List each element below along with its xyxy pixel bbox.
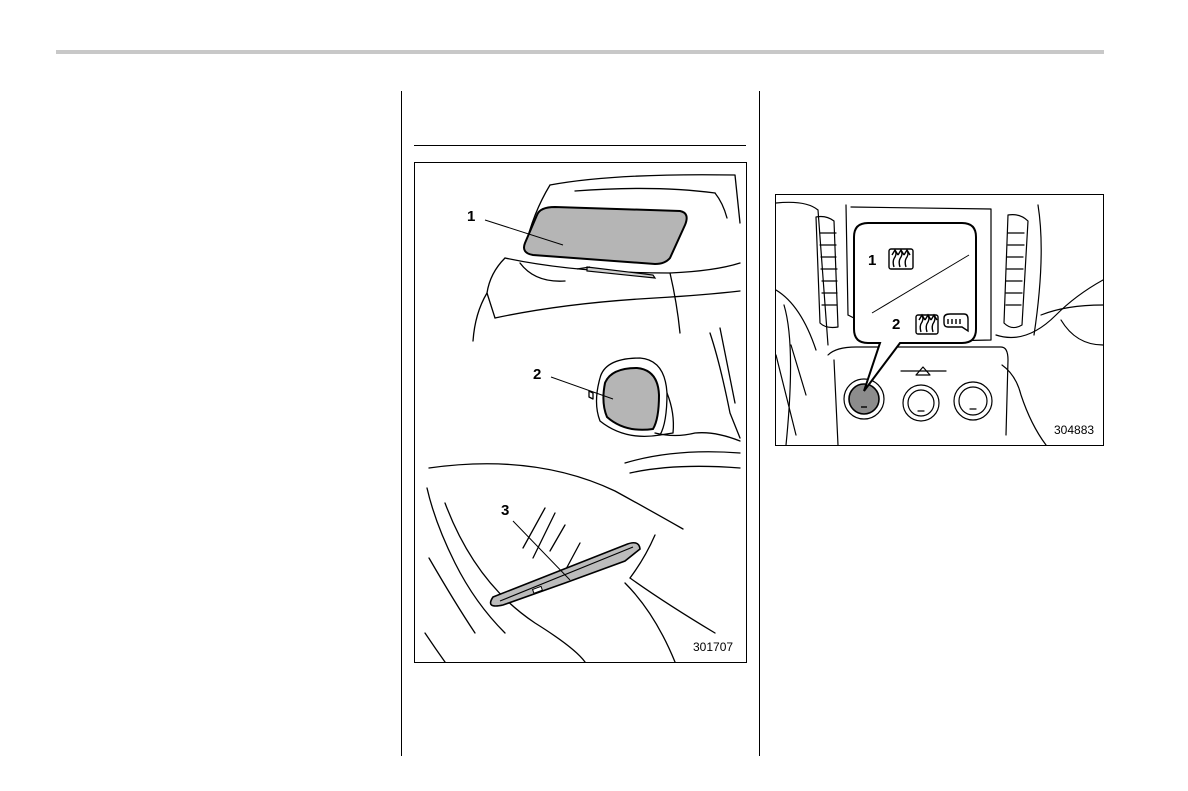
callout-2: 2 xyxy=(892,316,900,333)
column-divider-right xyxy=(759,91,760,756)
defogger-button-figure: 1 2 304883 xyxy=(775,194,1104,446)
rear-window-mirror-wiper-figure: 1 2 3 301707 xyxy=(414,162,747,663)
rear-window-glass xyxy=(524,207,687,264)
column-divider-left xyxy=(401,91,402,756)
callout-2: 2 xyxy=(533,366,541,383)
figure-id: 301707 xyxy=(693,640,733,654)
defogger-button-illustration: 1 2 304883 xyxy=(776,195,1103,445)
callout-1: 1 xyxy=(467,208,475,225)
top-rule xyxy=(56,50,1104,54)
callout-3: 3 xyxy=(501,502,509,519)
zoom-callout-bubble xyxy=(854,223,976,391)
callout-1: 1 xyxy=(868,252,876,269)
section-heading-rule xyxy=(414,145,746,146)
rear-window-mirror-wiper-illustration: 1 2 3 301707 xyxy=(415,163,746,662)
figure-id: 304883 xyxy=(1054,423,1094,437)
